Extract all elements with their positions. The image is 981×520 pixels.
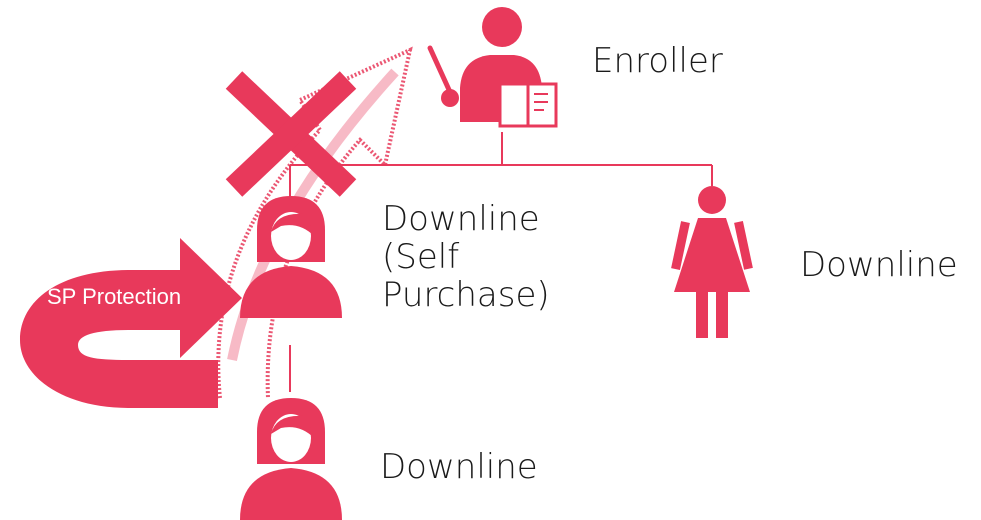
woman-figure-icon bbox=[671, 186, 753, 338]
right-downline-leg-left bbox=[696, 288, 708, 338]
self-purchase-label-line-1: Downline bbox=[382, 199, 540, 239]
right-downline-label: Downline bbox=[800, 245, 958, 285]
right-downline-arm-left bbox=[671, 221, 690, 270]
right-downline-arm-right bbox=[734, 220, 753, 270]
bottom-downline-body bbox=[240, 468, 342, 520]
enroller-book-lines bbox=[534, 93, 548, 111]
right-downline-head bbox=[698, 186, 726, 214]
teacher-presenter-icon bbox=[427, 7, 558, 128]
self-purchase-bangs bbox=[271, 213, 314, 236]
tree-connectors bbox=[289, 132, 713, 392]
right-downline-leg-right bbox=[716, 288, 728, 338]
enroller-head bbox=[482, 7, 522, 47]
enroller-hand bbox=[441, 89, 459, 107]
self-purchase-downline-label: Downline (Self Purchase) bbox=[382, 200, 550, 314]
bottom-downline-label: Downline bbox=[380, 447, 538, 487]
sp-protection-label: SP Protection bbox=[47, 284, 182, 309]
self-purchase-body bbox=[240, 266, 342, 318]
self-purchase-label-line-2: (Self bbox=[382, 237, 460, 277]
x-mark-icon bbox=[225, 71, 357, 197]
self-purchase-label-line-3: Purchase) bbox=[382, 275, 550, 315]
blocked-path-outline bbox=[216, 46, 413, 399]
right-downline-dress bbox=[674, 218, 750, 292]
u-turn-arrow-icon bbox=[20, 238, 242, 408]
female-user-icon bbox=[240, 398, 342, 520]
enroller-pointer bbox=[427, 45, 453, 95]
enroller-label: Enroller bbox=[592, 41, 723, 81]
bottom-downline-bangs bbox=[271, 415, 314, 438]
u-turn-arrow-body bbox=[20, 238, 242, 408]
female-user-icon bbox=[240, 196, 342, 318]
